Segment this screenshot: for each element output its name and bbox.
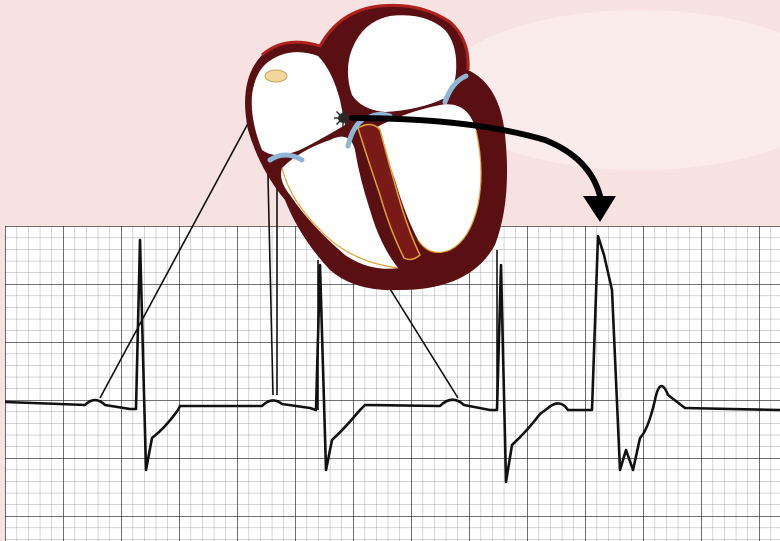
sa-node-icon xyxy=(265,70,287,82)
left-atrium-chamber xyxy=(348,15,456,112)
